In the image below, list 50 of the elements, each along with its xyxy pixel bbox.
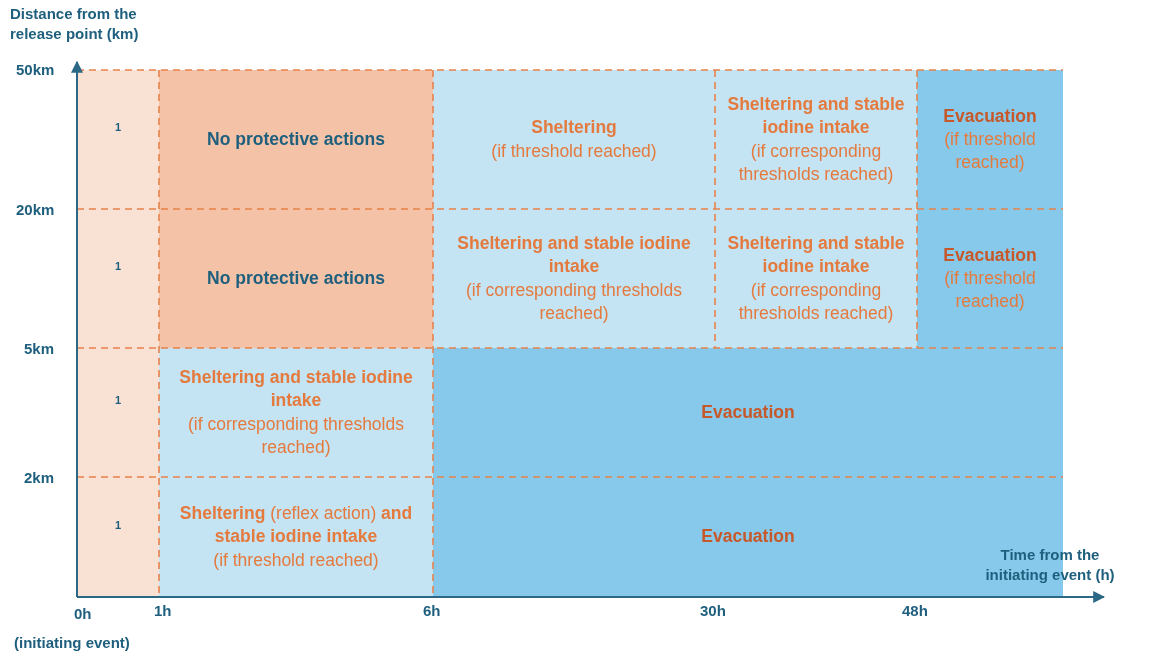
condition-text: (if corresponding thresholds reached) — [737, 278, 895, 325]
zone-cell — [917, 70, 1063, 209]
zone-cell — [433, 348, 1063, 477]
timeline-band — [77, 209, 159, 348]
action-heading: Evacuation — [701, 400, 795, 424]
condition-text: (if threshold reached) — [943, 266, 1037, 314]
tick-label: 1h — [154, 601, 172, 621]
zone-cell — [159, 209, 433, 348]
tick-label: 5km — [24, 339, 55, 359]
footnote-number: 1 — [114, 393, 122, 408]
action-heading: Sheltering and stable iodine intake — [726, 232, 906, 279]
zone-cell — [715, 209, 917, 348]
action-heading: Sheltering (reflex action) and stable iodine intake — [178, 502, 414, 549]
zone-cell — [433, 209, 715, 348]
condition-text: (if corresponding thresholds reached) — [187, 412, 405, 459]
tick-label: 50km — [16, 60, 55, 80]
zone-cell — [159, 348, 433, 477]
action-heading: Sheltering — [531, 116, 617, 140]
action-heading: Evacuation — [701, 525, 795, 549]
tick-note: (initiating event) — [14, 633, 130, 653]
action-heading: No protective actions — [207, 127, 385, 151]
condition-text: (if threshold reached) — [943, 127, 1037, 175]
action-heading: Sheltering and stable iodine intake — [726, 93, 906, 140]
tick-label: 0h — [74, 604, 92, 624]
condition-text: (if corresponding thresholds reached) — [465, 278, 683, 325]
action-heading: No protective actions — [207, 266, 385, 290]
tick-label: 2km — [24, 468, 55, 488]
zone-cell — [917, 209, 1063, 348]
condition-text: (if threshold reached) — [491, 139, 657, 163]
zone-cell — [433, 70, 715, 209]
action-heading: Sheltering and stable iodine intake — [178, 366, 414, 413]
tick-label: 30h — [700, 601, 726, 621]
action-heading: Sheltering and stable iodine intake — [456, 232, 692, 279]
axis-title: Distance from the release point (km) — [10, 4, 140, 43]
zone-cell — [159, 70, 433, 209]
timeline-band — [77, 477, 159, 597]
zone-cell — [715, 70, 917, 209]
zone-cell — [159, 477, 433, 597]
action-heading: Evacuation — [943, 104, 1037, 128]
footnote-number: 1 — [114, 120, 122, 135]
timeline-band — [77, 70, 159, 209]
condition-text: (if corresponding thresholds reached) — [737, 139, 895, 186]
footnote-number: 1 — [114, 517, 122, 533]
tick-label: 20km — [16, 200, 55, 220]
tick-label: 48h — [902, 601, 928, 621]
timeline-band — [77, 348, 159, 477]
action-heading: Evacuation — [943, 243, 1037, 267]
condition-text: (if threshold reached) — [213, 548, 379, 572]
footnote-number: 1 — [114, 259, 122, 274]
tick-label: 6h — [423, 601, 441, 621]
